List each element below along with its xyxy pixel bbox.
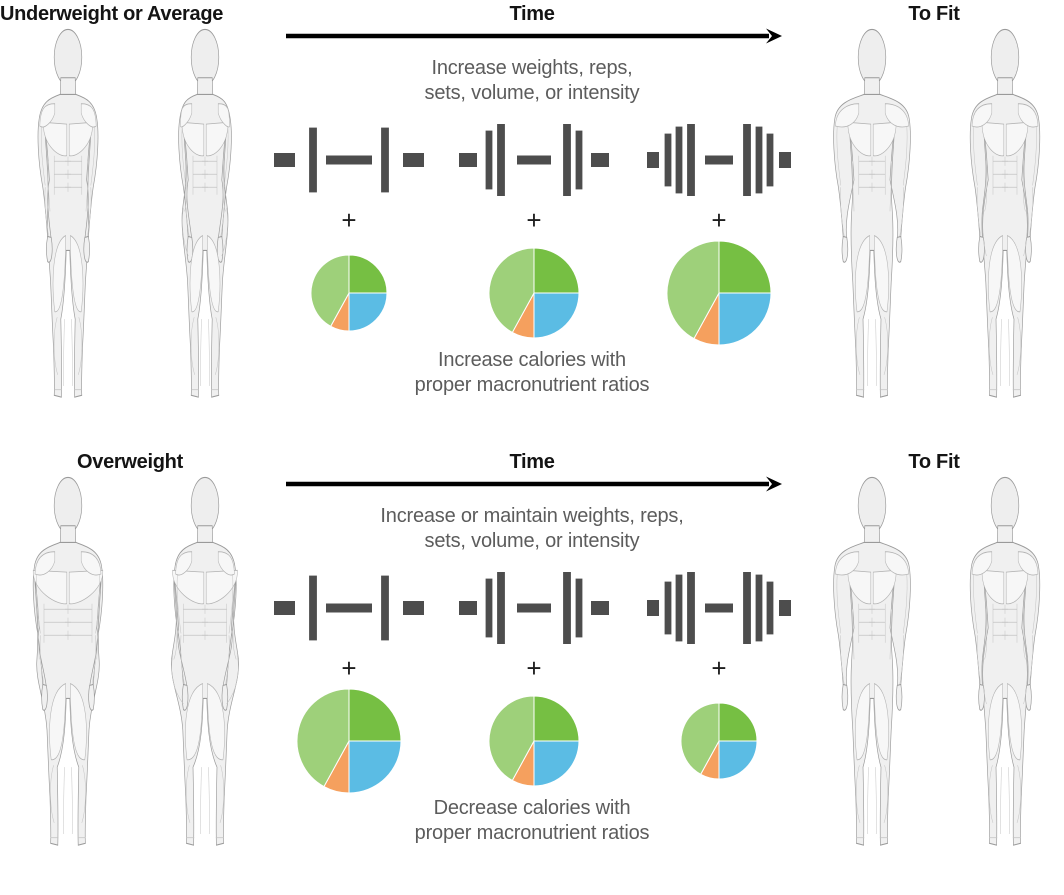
left-group-title: Underweight or Average [0, 3, 224, 25]
time-axis-title: Time [509, 3, 555, 25]
macronutrient-pie-3 [665, 239, 773, 347]
plus-sign-3: + [711, 653, 727, 683]
figure-right-2 [945, 470, 1064, 860]
macronutrient-pie-3 [679, 701, 759, 781]
macronutrient-pie-1 [295, 687, 403, 795]
macronutrient-pie-2 [487, 694, 581, 788]
dumbbell-2 [459, 570, 609, 646]
figure-left-1 [8, 470, 128, 860]
time-arrow [286, 476, 782, 492]
figure-left-1 [8, 22, 128, 412]
right-group-title: To Fit [908, 451, 960, 473]
training-caption: Increase weights, reps, sets, volume, or… [424, 57, 640, 104]
right-group-title: To Fit [908, 3, 960, 25]
plus-sign-2: + [526, 205, 542, 235]
time-axis-title: Time [509, 451, 555, 473]
figure-right-1 [812, 22, 932, 412]
training-caption: Increase or maintain weights, reps, sets… [380, 505, 684, 552]
dumbbell-2 [459, 122, 609, 198]
left-group-title: Overweight [77, 451, 183, 473]
plus-sign-2: + [526, 653, 542, 683]
plus-sign-1: + [341, 653, 357, 683]
macronutrient-pie-1 [309, 253, 389, 333]
dumbbell-1 [271, 124, 427, 196]
figure-left-2 [145, 470, 265, 860]
figure-right-2 [945, 22, 1064, 412]
macronutrient-pie-2 [487, 246, 581, 340]
figure-left-2 [145, 22, 265, 412]
dumbbell-1 [271, 572, 427, 644]
plus-sign-3: + [711, 205, 727, 235]
dumbbell-3 [644, 567, 794, 649]
figure-right-1 [812, 470, 932, 860]
dumbbell-3 [644, 119, 794, 201]
time-arrow [286, 28, 782, 44]
nutrition-caption: Decrease calories with proper macronutri… [414, 797, 650, 844]
plus-sign-1: + [341, 205, 357, 235]
nutrition-caption: Increase calories with proper macronutri… [414, 349, 650, 396]
